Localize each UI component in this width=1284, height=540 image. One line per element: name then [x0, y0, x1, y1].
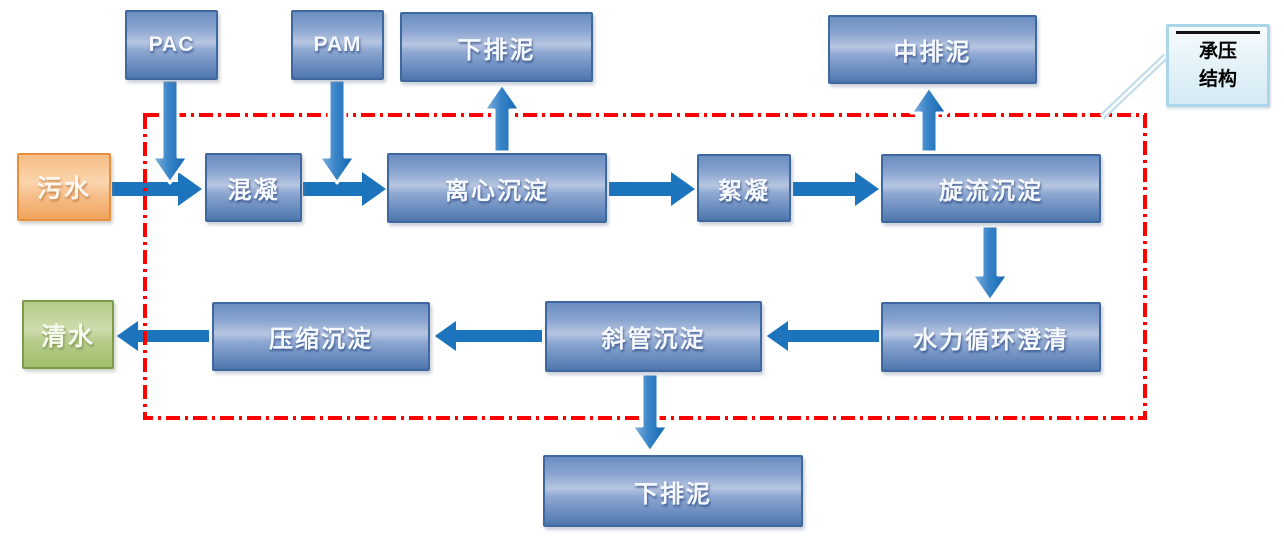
- node-compression-label: 压缩沉淀: [269, 326, 373, 353]
- arrow-cyclone-to-sludge-mid-up: [909, 85, 949, 154]
- node-flocculation-label: 絮凝: [718, 177, 770, 205]
- arrow-flocculation-to-cyclone: [793, 172, 879, 206]
- callout-pressure-structure: 承压 结构: [1166, 24, 1270, 107]
- node-sewage-input: 污水: [17, 153, 111, 221]
- arrow-centrifugal-to-sludge-top-up: [482, 82, 522, 154]
- node-inclined-tube-sedimentation: 斜管沉淀: [545, 301, 762, 372]
- node-hydraulic-label: 水力循环澄清: [913, 326, 1069, 354]
- node-compression-sedimentation: 压缩沉淀: [212, 302, 430, 371]
- arrow-hydraulic-to-inclined: [763, 317, 881, 355]
- node-centrifugal-label: 离心沉淀: [445, 177, 549, 205]
- node-inclined-label: 斜管沉淀: [601, 326, 706, 353]
- node-sludge-discharge-mid-label: 中排泥: [893, 39, 972, 66]
- node-cyclone-sedimentation: 旋流沉淀: [881, 154, 1101, 223]
- callout-line1: 承压: [1198, 40, 1237, 62]
- node-pam: PAM: [291, 10, 384, 80]
- node-sludge-discharge-top-label: 下排泥: [457, 36, 536, 64]
- node-coagulation: 混凝: [205, 153, 302, 222]
- node-clear-water-output: 清水: [22, 300, 114, 369]
- arrow-inclined-to-compression: [431, 317, 544, 355]
- node-sludge-discharge-bottom-label: 下排泥: [634, 480, 712, 508]
- node-sludge-discharge-bottom: 下排泥: [543, 455, 803, 527]
- arrow-compression-to-clear-water: [113, 317, 211, 355]
- node-coagulation-label: 混凝: [227, 177, 280, 204]
- node-pac-label: PAC: [148, 33, 195, 56]
- node-clear-water-label: 清水: [40, 322, 95, 351]
- node-flocculation: 絮凝: [697, 154, 791, 222]
- node-hydraulic-circulation-clarifier: 水力循环澄清: [881, 302, 1101, 372]
- node-sludge-discharge-mid: 中排泥: [828, 15, 1037, 84]
- node-sewage-label: 污水: [36, 175, 91, 203]
- arrow-centrifugal-to-flocculation: [609, 172, 695, 206]
- arrow-sewage-to-coagulation: [112, 172, 202, 206]
- arrow-cyclone-to-hydraulic-down: [970, 224, 1010, 303]
- callout-top-bar: [1176, 31, 1260, 34]
- node-centrifugal-sedimentation: 离心沉淀: [387, 153, 607, 223]
- arrow-pam-down: [317, 78, 357, 185]
- arrow-coagulation-to-centrifugal: [303, 172, 386, 206]
- arrow-inclined-to-sludge-bottom-down: [630, 372, 670, 454]
- arrow-pac-down: [150, 78, 190, 185]
- callout-leader-line-highlight: [1101, 55, 1167, 118]
- node-pam-label: PAM: [313, 33, 362, 56]
- node-pac: PAC: [125, 10, 218, 80]
- node-cyclone-label: 旋流沉淀: [939, 178, 1043, 205]
- callout-line2: 结构: [1198, 68, 1237, 90]
- node-sludge-discharge-top: 下排泥: [400, 12, 593, 82]
